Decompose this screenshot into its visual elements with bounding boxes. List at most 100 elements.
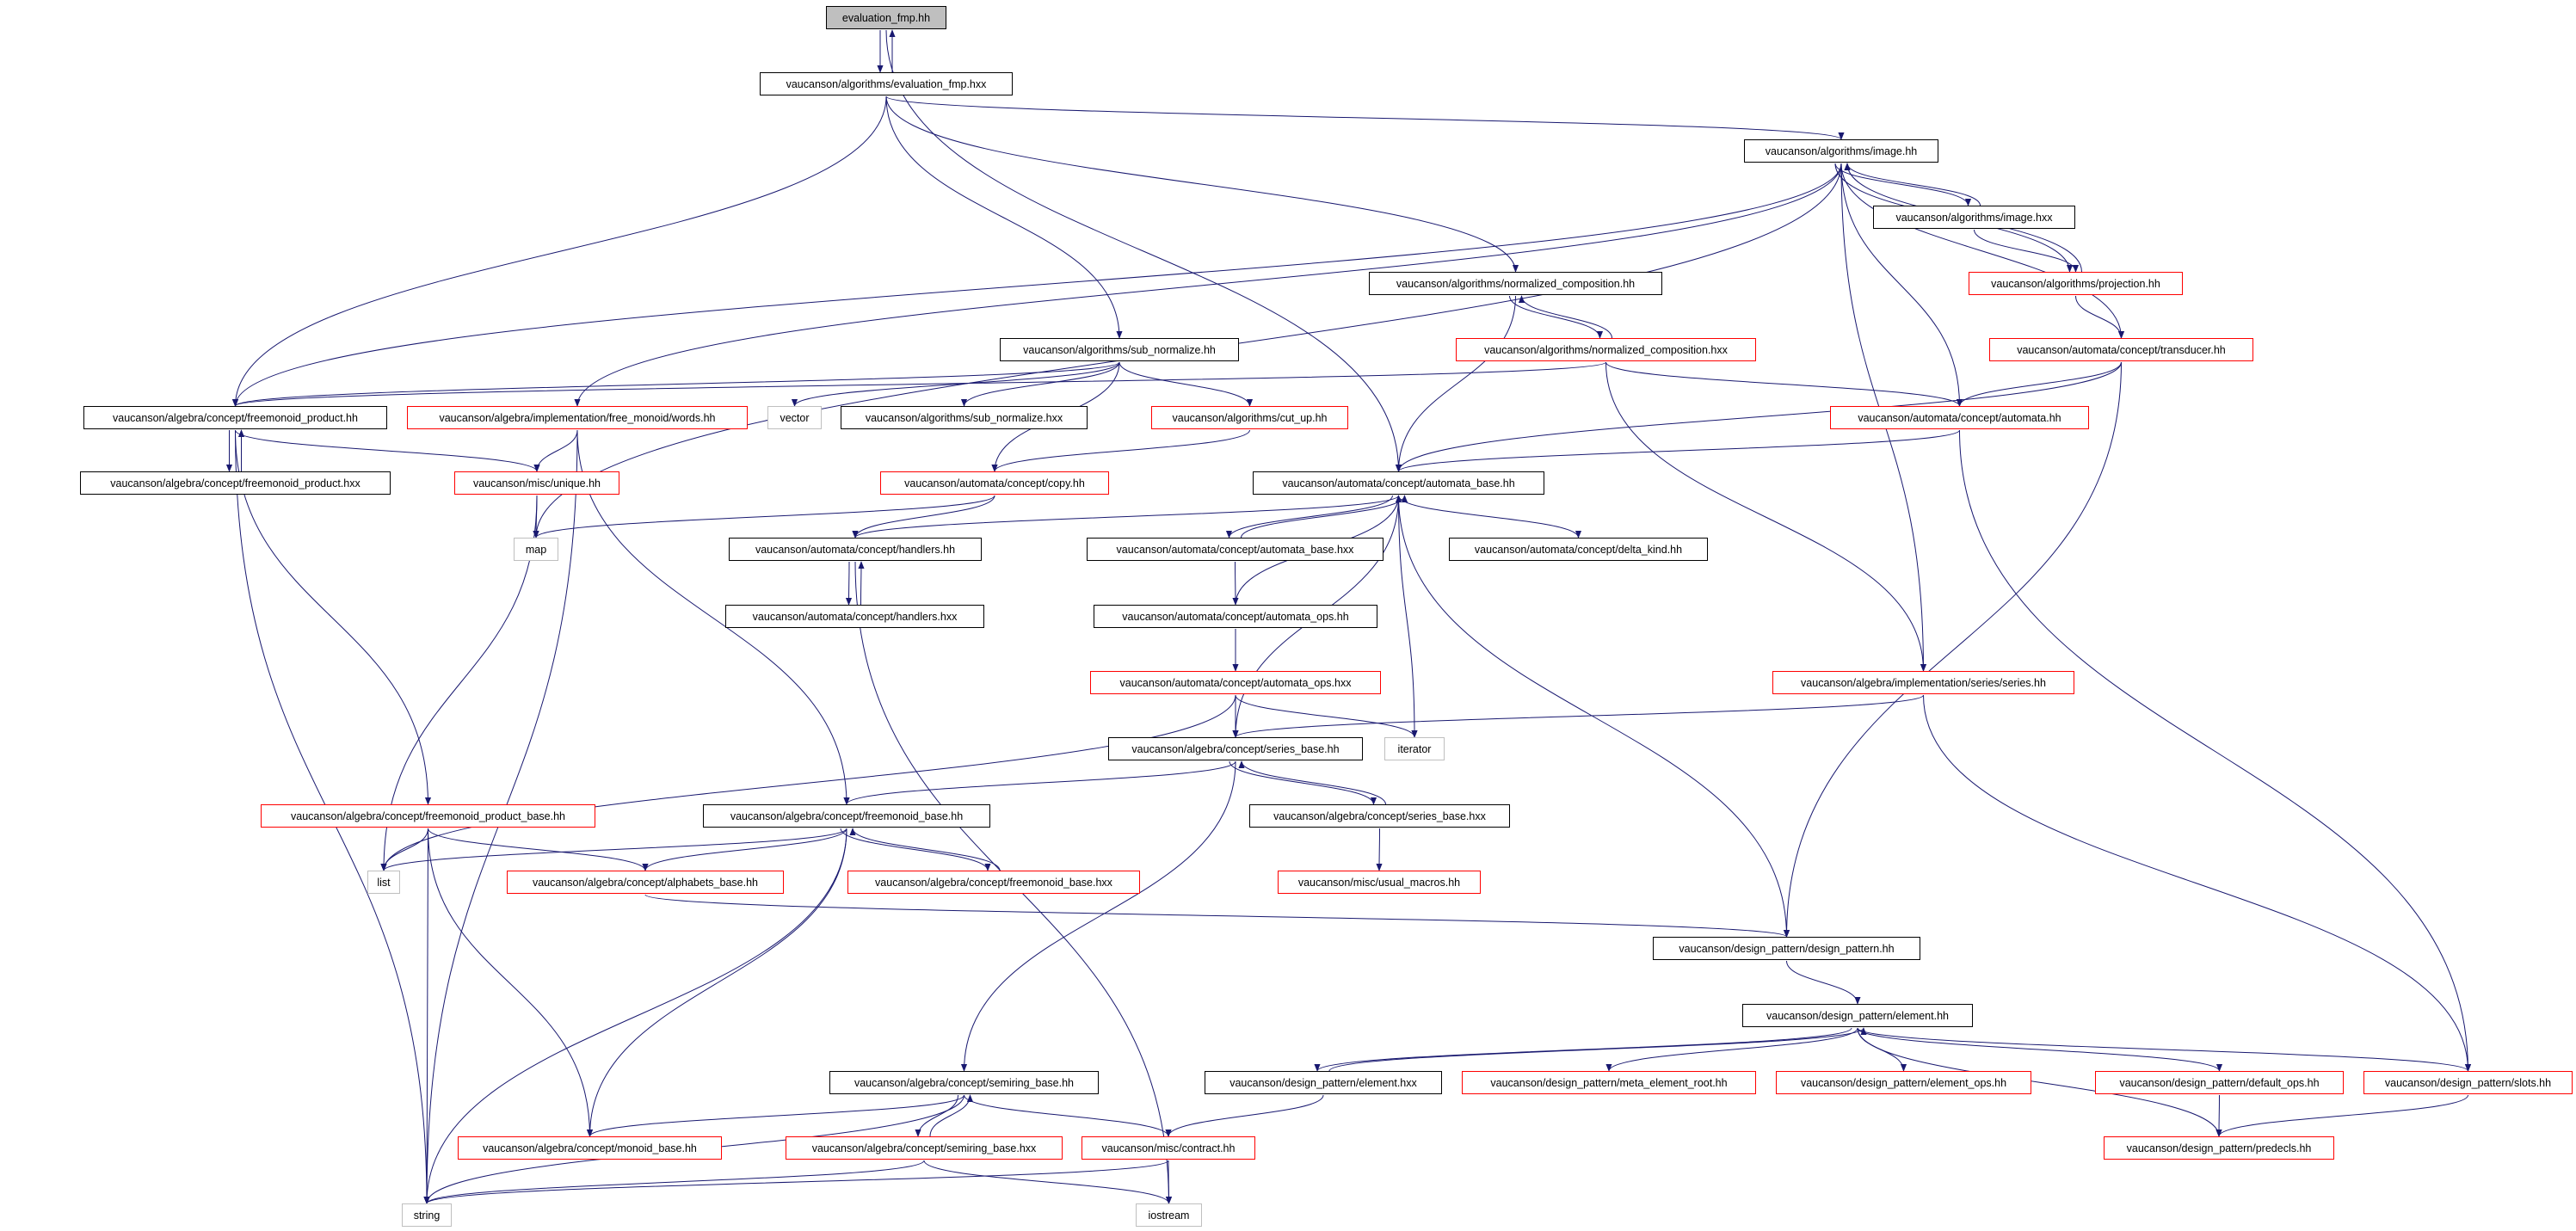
edge-image_hxx-to-proj_hh bbox=[1974, 229, 2080, 273]
edge-eval_hxx-to-normc_hh bbox=[885, 95, 1519, 273]
edge-image_hh-to-automata_hh bbox=[1840, 163, 1963, 407]
edge-semi_hxx-to-iostream bbox=[923, 1160, 1173, 1204]
node-automata-hh[interactable]: vaucanson/automata/concept/automata.hh bbox=[1830, 406, 2089, 429]
node-handlers-hxx[interactable]: vaucanson/automata/concept/handlers.hxx bbox=[725, 605, 984, 628]
edge-dops_hh-to-predecls_hh bbox=[2215, 1094, 2222, 1137]
node-predecls-hh[interactable]: vaucanson/design_pattern/predecls.hh bbox=[2104, 1136, 2334, 1160]
edge-series_hh-to-sb_hh bbox=[1232, 694, 1924, 738]
edge-transd_hh-to-automata_hh bbox=[1956, 361, 2122, 407]
edge-normc_hxx-to-series_hh bbox=[1605, 361, 1927, 672]
edge-automata_hh-to-slots_hh bbox=[1959, 429, 2472, 1072]
edge-ab_hh-to-handlers_hh bbox=[852, 495, 1399, 539]
edge-series_hh-to-slots_hh bbox=[1923, 694, 2472, 1072]
edge-aops_hxx-to-iterator bbox=[1235, 694, 1418, 738]
node-words-hh[interactable]: vaucanson/algebra/implementation/free_mo… bbox=[407, 406, 748, 429]
edge-ab_hh-to-iterator bbox=[1398, 495, 1418, 738]
edge-semi_hxx-to-string bbox=[423, 1160, 925, 1204]
edge-handlers_hxx-to-handlers_hh bbox=[858, 561, 865, 606]
edge-transd_hh-to-dp_hh bbox=[1783, 361, 2122, 938]
node-list[interactable]: list bbox=[367, 871, 400, 894]
node-subn-hxx[interactable]: vaucanson/algorithms/sub_normalize.hxx bbox=[841, 406, 1088, 429]
node-aops-hxx[interactable]: vaucanson/automata/concept/automata_ops.… bbox=[1090, 671, 1381, 694]
edge-elem_hh-to-slots_hh bbox=[1857, 1027, 2471, 1072]
node-map[interactable]: map bbox=[514, 538, 558, 561]
edge-semi_hh-to-monoid_hh bbox=[587, 1094, 964, 1137]
edge-sb_hh-to-sb_hxx bbox=[1229, 760, 1377, 805]
node-cutup-hh[interactable]: vaucanson/algorithms/cut_up.hh bbox=[1151, 406, 1348, 429]
edge-normc_hxx-to-normc_hh bbox=[1518, 295, 1612, 339]
node-sb-hxx[interactable]: vaucanson/algebra/concept/series_base.hx… bbox=[1249, 804, 1510, 828]
node-eops-hh[interactable]: vaucanson/design_pattern/element_ops.hh bbox=[1776, 1071, 2031, 1094]
node-semi-hh[interactable]: vaucanson/algebra/concept/semiring_base.… bbox=[829, 1071, 1099, 1094]
node-transd-hh[interactable]: vaucanson/automata/concept/transducer.hh bbox=[1989, 338, 2253, 361]
node-eval-hh[interactable]: evaluation_fmp.hh bbox=[826, 6, 946, 29]
node-iostream[interactable]: iostream bbox=[1136, 1203, 1202, 1227]
node-normc-hh[interactable]: vaucanson/algorithms/normalized_composit… bbox=[1369, 272, 1662, 295]
node-elem-hh[interactable]: vaucanson/design_pattern/element.hh bbox=[1742, 1004, 1973, 1027]
edge-aops_hxx-to-list bbox=[380, 694, 1236, 871]
node-sb-hh[interactable]: vaucanson/algebra/concept/series_base.hh bbox=[1108, 737, 1363, 760]
node-ab-hh[interactable]: vaucanson/automata/concept/automata_base… bbox=[1253, 471, 1544, 495]
edge-dp_hh-to-elem_hh bbox=[1786, 960, 1861, 1005]
edge-sb_hh-to-semi_hh bbox=[960, 760, 1236, 1072]
node-contract-hh[interactable]: vaucanson/misc/contract.hh bbox=[1082, 1136, 1255, 1160]
node-alpha-hh[interactable]: vaucanson/algebra/concept/alphabets_base… bbox=[507, 871, 784, 894]
node-unique-hh[interactable]: vaucanson/misc/unique.hh bbox=[454, 471, 619, 495]
edge-ab_hh-to-delta_hh bbox=[1398, 495, 1582, 539]
edge-cutup_hh-to-copy_hh bbox=[991, 429, 1250, 472]
node-aops-hh[interactable]: vaucanson/automata/concept/automata_ops.… bbox=[1094, 605, 1377, 628]
node-fmpb-hh[interactable]: vaucanson/algebra/concept/freemonoid_pro… bbox=[261, 804, 595, 828]
node-image-hh[interactable]: vaucanson/algorithms/image.hh bbox=[1744, 139, 1938, 163]
edge-elem_hh-to-elem_hxx bbox=[1314, 1027, 1852, 1072]
edge-fmpb_hh-to-monoid_hh bbox=[428, 828, 594, 1137]
node-series-hh[interactable]: vaucanson/algebra/implementation/series/… bbox=[1772, 671, 2074, 694]
node-elem-hxx[interactable]: vaucanson/design_pattern/element.hxx bbox=[1205, 1071, 1442, 1094]
edge-subn_hh-to-subn_hxx bbox=[960, 361, 1120, 407]
node-macros-hh[interactable]: vaucanson/misc/usual_macros.hh bbox=[1278, 871, 1481, 894]
edge-image_hh-to-fmp_hh bbox=[232, 163, 1842, 407]
node-meta-hh[interactable]: vaucanson/design_pattern/meta_element_ro… bbox=[1462, 1071, 1756, 1094]
node-fmb-hxx[interactable]: vaucanson/algebra/concept/freemonoid_bas… bbox=[847, 871, 1140, 894]
node-handlers-hh[interactable]: vaucanson/automata/concept/handlers.hh bbox=[729, 538, 982, 561]
edge-subn_hh-to-cutup_hh bbox=[1119, 361, 1254, 407]
edge-fmb_hh-to-monoid_hh bbox=[586, 828, 847, 1137]
edge-elem_hxx-to-elem_hh bbox=[1328, 1027, 1867, 1072]
edge-image_hh-to-transd_hh bbox=[1840, 163, 2125, 339]
edge-proj_hh-to-transd_hh bbox=[2075, 295, 2125, 339]
node-dp-hh[interactable]: vaucanson/design_pattern/design_pattern.… bbox=[1653, 937, 1920, 960]
edge-semi_hh-to-contract_hh bbox=[964, 1094, 1172, 1137]
edge-words_hh-to-unique_hh bbox=[533, 429, 578, 472]
node-monoid-hh[interactable]: vaucanson/algebra/concept/monoid_base.hh bbox=[458, 1136, 722, 1160]
edge-elem_hh-to-meta_hh bbox=[1605, 1027, 1858, 1072]
node-fmp-hh[interactable]: vaucanson/algebra/concept/freemonoid_pro… bbox=[83, 406, 387, 429]
edge-eval_hxx-to-fmp_hh bbox=[231, 95, 887, 407]
node-image-hxx[interactable]: vaucanson/algorithms/image.hxx bbox=[1873, 206, 2075, 229]
edge-copy_hh-to-handlers_hh bbox=[852, 495, 995, 539]
edge-handlers_hh-to-handlers_hxx bbox=[845, 561, 853, 606]
node-normc-hxx[interactable]: vaucanson/algorithms/normalized_composit… bbox=[1456, 338, 1756, 361]
edge-eval_hxx-to-subn_hh bbox=[885, 95, 1123, 339]
edge-contract_hh-to-iostream bbox=[1165, 1160, 1173, 1204]
node-subn-hh[interactable]: vaucanson/algorithms/sub_normalize.hh bbox=[1000, 338, 1239, 361]
node-vector[interactable]: vector bbox=[767, 406, 822, 429]
edge-contract_hh-to-string bbox=[423, 1160, 1169, 1204]
node-slots-hh[interactable]: vaucanson/design_pattern/slots.hh bbox=[2363, 1071, 2573, 1094]
node-fmb-hh[interactable]: vaucanson/algebra/concept/freemonoid_bas… bbox=[703, 804, 990, 828]
edge-fmb_hh-to-fmb_hxx bbox=[840, 828, 991, 871]
edge-slots_hh-to-predecls_hh bbox=[2215, 1094, 2468, 1137]
node-copy-hh[interactable]: vaucanson/automata/concept/copy.hh bbox=[880, 471, 1109, 495]
node-semi-hxx[interactable]: vaucanson/algebra/concept/semiring_base.… bbox=[786, 1136, 1063, 1160]
node-delta-hh[interactable]: vaucanson/automata/concept/delta_kind.hh bbox=[1449, 538, 1708, 561]
edge-sb_hh-to-fmb_hh bbox=[843, 760, 1236, 805]
node-fmp-hxx[interactable]: vaucanson/algebra/concept/freemonoid_pro… bbox=[80, 471, 391, 495]
node-ab-hxx[interactable]: vaucanson/automata/concept/automata_base… bbox=[1087, 538, 1384, 561]
edge-normc_hxx-to-automata_hh bbox=[1605, 361, 1963, 407]
node-iterator[interactable]: iterator bbox=[1384, 737, 1445, 760]
node-eval-hxx[interactable]: vaucanson/algorithms/evaluation_fmp.hxx bbox=[760, 72, 1013, 95]
node-dops-hh[interactable]: vaucanson/design_pattern/default_ops.hh bbox=[2095, 1071, 2344, 1094]
edge-words_hh-to-fmb_hh bbox=[576, 429, 850, 805]
node-string[interactable]: string bbox=[402, 1203, 452, 1227]
node-proj-hh[interactable]: vaucanson/algorithms/projection.hh bbox=[1969, 272, 2183, 295]
edge-elem_hh-to-predecls_hh bbox=[1857, 1027, 2222, 1137]
